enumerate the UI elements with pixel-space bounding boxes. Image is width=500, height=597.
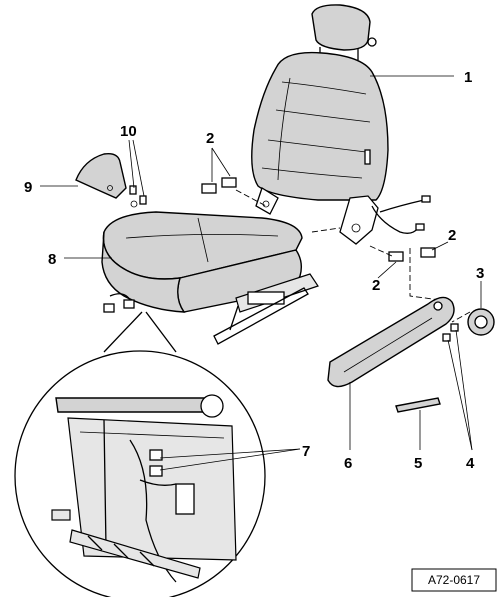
clips-10: [129, 185, 147, 208]
callout-5: 5: [414, 455, 422, 472]
alignment-lines: [235, 189, 471, 323]
side-trim-panel: [327, 296, 455, 388]
callout-4: 4: [466, 455, 475, 472]
callout-9: 9: [24, 179, 32, 196]
seat-cushion: [101, 211, 319, 345]
trim-cover: [75, 152, 127, 199]
reference-code-box: A72-0617: [411, 568, 497, 592]
callout-6: 6: [344, 455, 352, 472]
backrest: [251, 4, 431, 245]
callout-labels: 1 2 2 2 3 4 5 6 7 8 9 10: [24, 69, 484, 472]
knob: [467, 308, 495, 336]
callout-3: 3: [476, 265, 484, 282]
reference-code: A72-0617: [428, 573, 480, 587]
callout-7: 7: [302, 443, 310, 460]
callout-1: 1: [464, 69, 472, 86]
callout-2-right: 2: [448, 227, 456, 244]
callout-8: 8: [48, 251, 56, 268]
screws-4: [442, 323, 459, 342]
callout-10: 10: [120, 123, 137, 140]
callout-2-left: 2: [206, 130, 214, 147]
bolts-2: [201, 177, 436, 262]
cover-strip: [395, 397, 441, 413]
leader-lines: [40, 75, 482, 471]
detail-inset: [14, 311, 266, 597]
callout-2-lower: 2: [372, 277, 380, 294]
